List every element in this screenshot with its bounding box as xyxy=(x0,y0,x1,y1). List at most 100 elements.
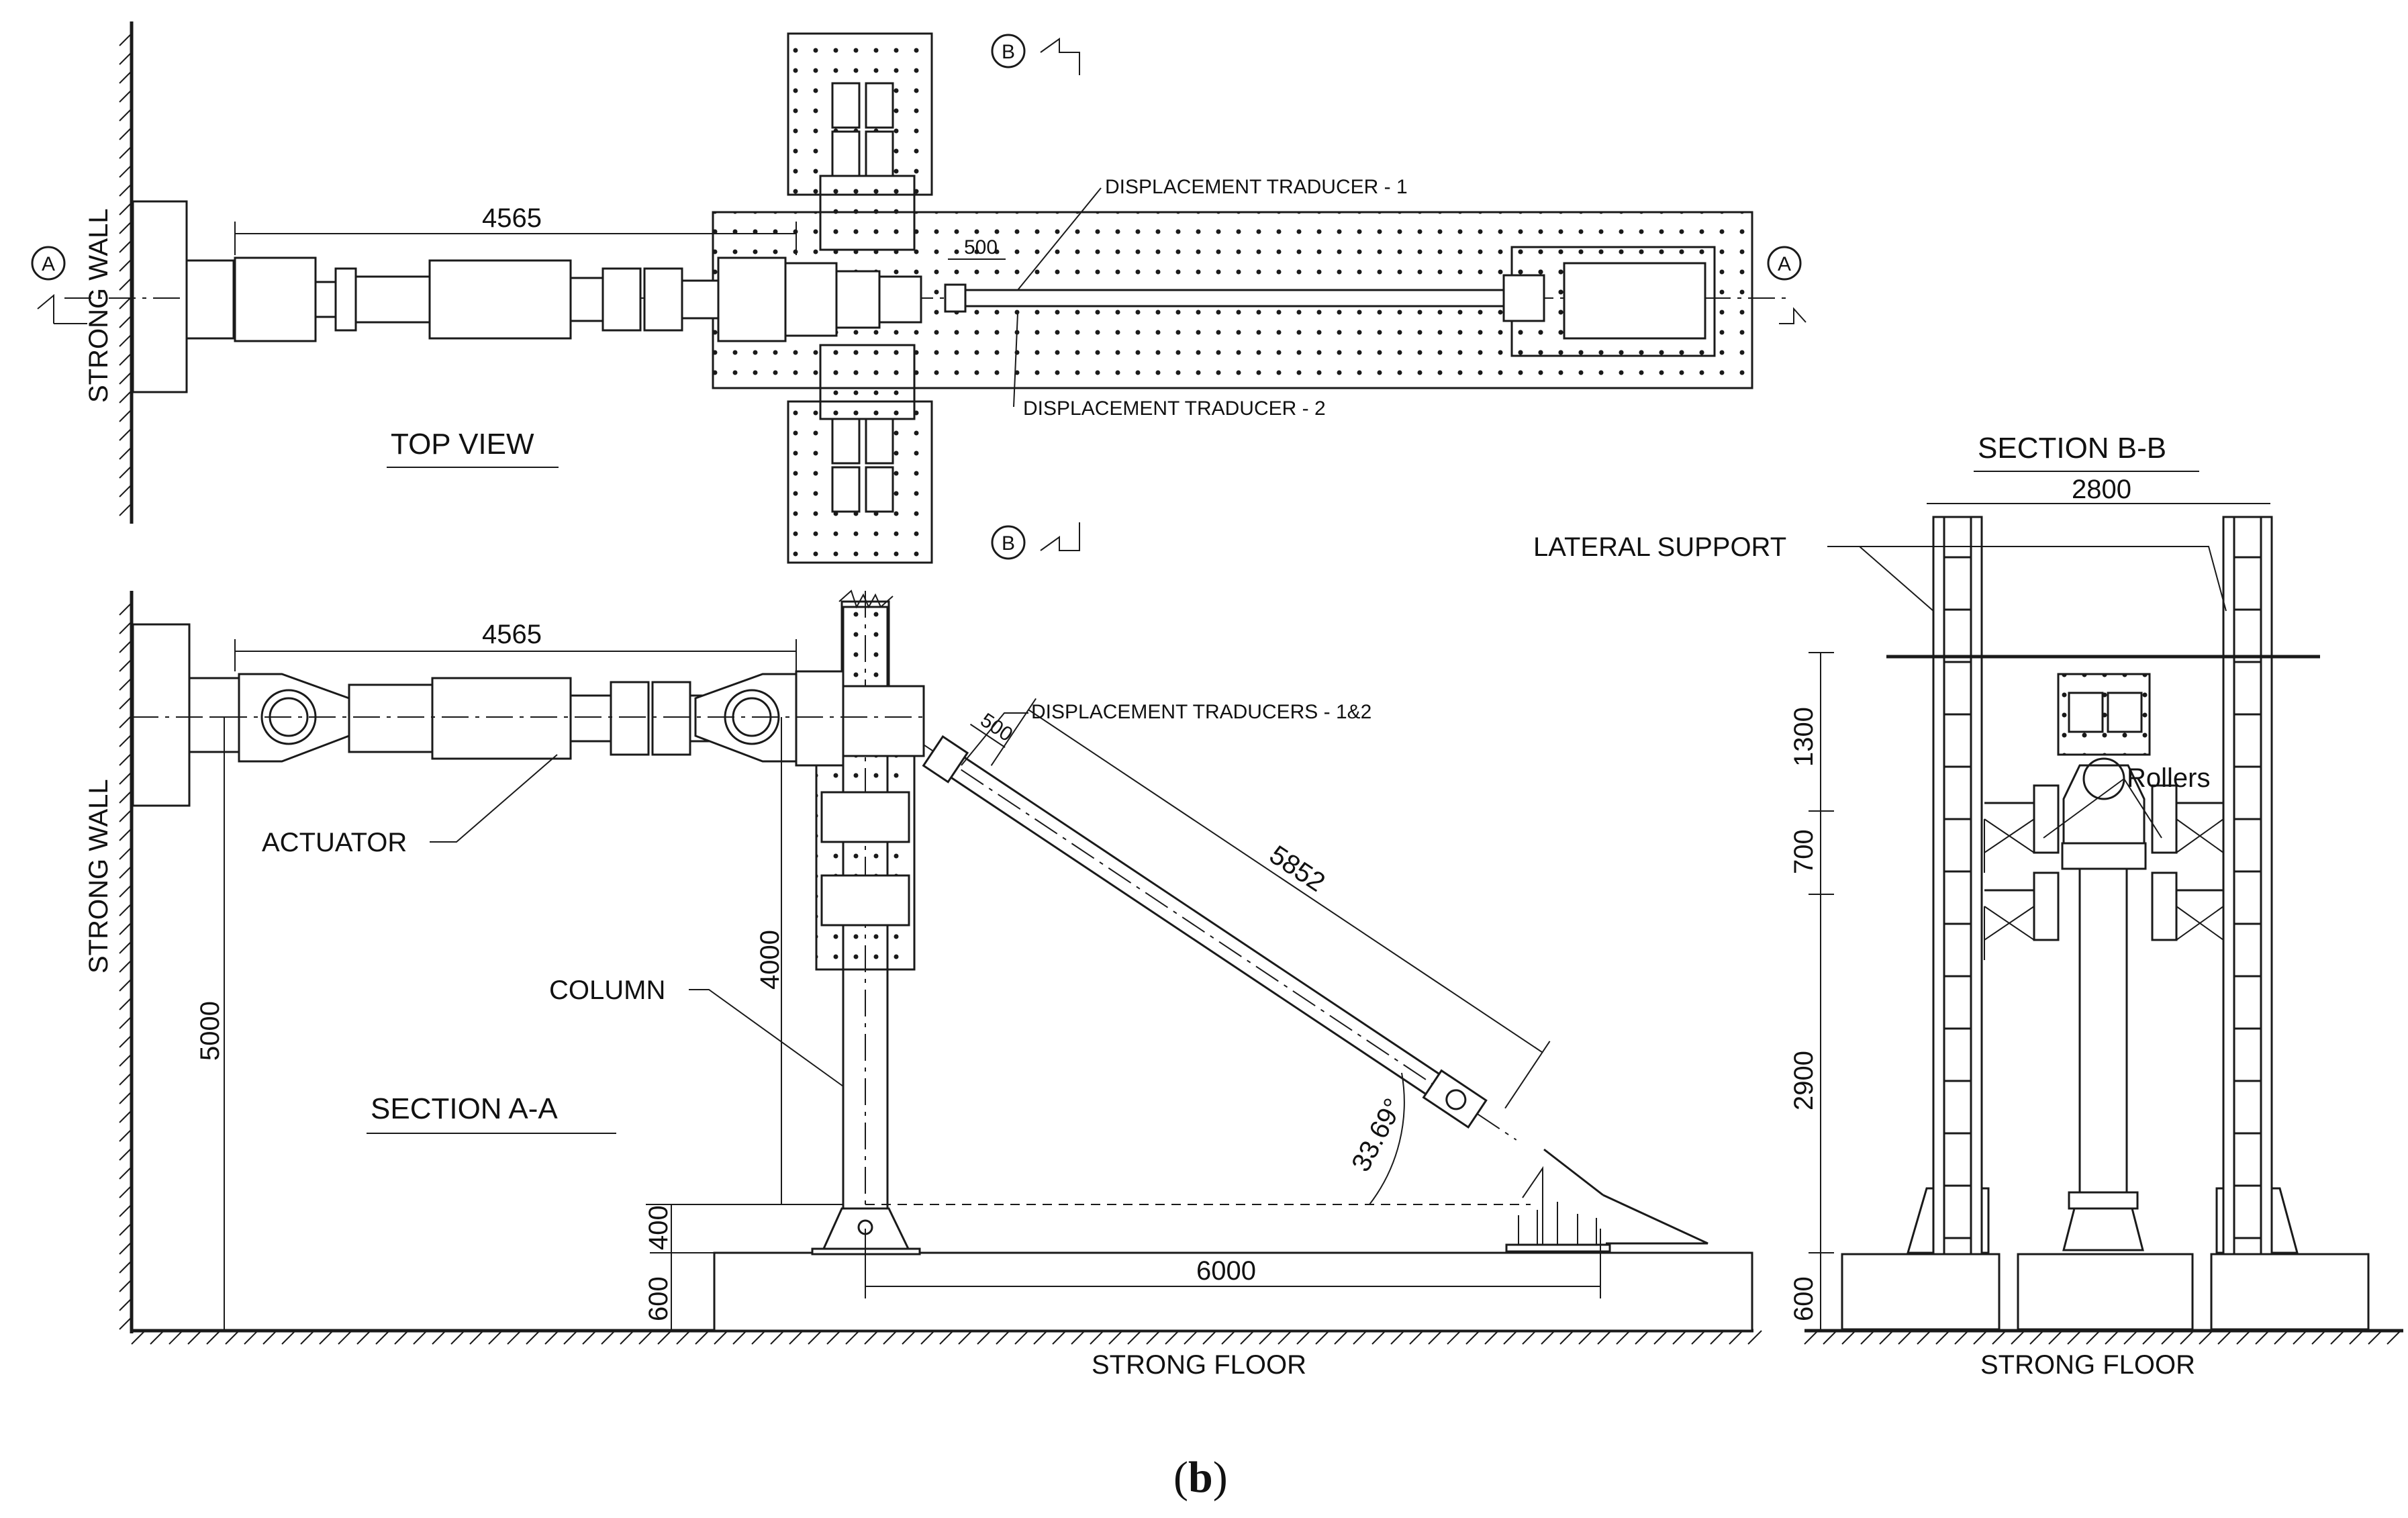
hatch-stroke xyxy=(526,1330,540,1345)
hatch-stroke xyxy=(1804,1330,1819,1345)
hatch-stroke xyxy=(119,809,132,822)
hatch-stroke xyxy=(119,753,132,766)
leader-column xyxy=(689,989,844,1087)
hatch-stroke xyxy=(1033,1330,1048,1345)
aa-dim-5852-line xyxy=(1028,709,1543,1053)
hatch-stroke xyxy=(119,659,132,672)
hatch-stroke xyxy=(1484,1330,1499,1345)
hatch-stroke xyxy=(1259,1330,1273,1345)
hatch-stroke xyxy=(2199,1330,2213,1345)
top-bolt-group-lower xyxy=(831,418,894,513)
hatch-stroke xyxy=(1353,1330,1367,1345)
hatch-stroke xyxy=(638,1330,653,1345)
label-traducer-2: DISPLACEMENT TRADUCER - 2 xyxy=(1023,397,1326,420)
top-actuator-ring xyxy=(334,267,357,332)
hatch-stroke xyxy=(187,1330,202,1345)
aa-foundation xyxy=(713,1251,1753,1332)
hatch-stroke xyxy=(2067,1330,2082,1345)
hatch-stroke xyxy=(119,621,132,634)
caption-letter: b xyxy=(1188,1453,1213,1502)
hatch-stroke xyxy=(375,1330,390,1345)
hatch-stroke xyxy=(2123,1330,2138,1345)
hatch-stroke xyxy=(1465,1330,1480,1345)
top-actuator-clevis-wall xyxy=(185,259,235,340)
hatch-stroke xyxy=(432,1330,446,1345)
hatch-stroke xyxy=(119,828,132,841)
aa-angle-label: 33.69° xyxy=(1346,1094,1408,1176)
top-brace-end xyxy=(944,283,967,313)
label-actuator: ACTUATOR xyxy=(262,828,407,857)
top-brace xyxy=(960,289,1508,307)
aa-actuator-rod xyxy=(569,694,612,743)
top-actuator-coupler-2 xyxy=(643,267,683,332)
hatch-stroke xyxy=(2217,1330,2232,1345)
aa-column-head-box xyxy=(842,685,925,757)
hatch-stroke xyxy=(563,1330,578,1345)
hatch-stroke xyxy=(2330,1330,2345,1345)
hatch-stroke xyxy=(1334,1330,1349,1345)
leader-traducers-12 xyxy=(961,712,1028,766)
hatch-stroke xyxy=(119,1072,132,1086)
hatch-stroke xyxy=(119,734,132,747)
hatch-stroke xyxy=(996,1330,1010,1345)
label-traducer-1: DISPLACEMENT TRADUCER - 1 xyxy=(1105,176,1408,198)
aa-dim-4565: 4565 xyxy=(482,620,542,649)
hatch-stroke xyxy=(1935,1330,1950,1345)
hatch-stroke xyxy=(206,1330,221,1345)
top-actuator-clevis-col xyxy=(717,256,787,342)
top-view: STRONG WALL A A B B xyxy=(31,21,1807,564)
hatch-stroke xyxy=(1428,1330,1443,1345)
hatch-stroke xyxy=(119,1185,132,1198)
hatch-stroke xyxy=(1597,1330,1612,1345)
top-actuator-body xyxy=(354,275,431,324)
label-column: COLUMN xyxy=(549,976,665,1005)
hatch-stroke xyxy=(119,640,132,653)
top-bolt-group-upper xyxy=(831,82,894,177)
hatch-stroke xyxy=(1052,1330,1067,1345)
leader-rollers xyxy=(2043,778,2162,839)
hatch-stroke xyxy=(2368,1330,2382,1345)
aa-strong-wall-label: STRONG WALL xyxy=(84,779,113,974)
marker-a-right-label: A xyxy=(1778,253,1791,275)
hatch-stroke xyxy=(119,1035,132,1048)
bb-ladder-rungs xyxy=(1944,556,2261,1239)
hatch-stroke xyxy=(1090,1330,1104,1345)
hatch-stroke xyxy=(356,1330,371,1345)
bb-strong-floor-hatch xyxy=(1804,1330,2401,1345)
bb-dim-2800: 2800 xyxy=(2072,475,2131,504)
hatch-stroke xyxy=(119,484,132,497)
hatch-stroke xyxy=(119,258,132,272)
hatch-stroke xyxy=(119,146,132,159)
hatch-stroke xyxy=(1747,1330,1762,1345)
label-traducers-12: DISPLACEMENT TRADUCERS - 1&2 xyxy=(1031,701,1371,723)
hatch-stroke xyxy=(1898,1330,1913,1345)
hatch-stroke xyxy=(119,715,132,728)
hatch-stroke xyxy=(601,1330,616,1345)
hatch-stroke xyxy=(1879,1330,1894,1345)
hatch-stroke xyxy=(119,446,132,460)
hatch-stroke xyxy=(119,221,132,234)
hatch-stroke xyxy=(582,1330,597,1345)
label-rollers: Rollers xyxy=(2127,763,2210,793)
aa-strong-floor-label: STRONG FLOOR xyxy=(1092,1350,1306,1380)
section-aa-title: SECTION A-A xyxy=(371,1092,558,1125)
hatch-stroke xyxy=(1860,1330,1875,1345)
aa-brace xyxy=(922,734,1517,1141)
section-bb-title: SECTION B-B xyxy=(1978,432,2166,465)
bb-lateral-support-left xyxy=(1907,516,1990,1255)
hatch-stroke xyxy=(119,1279,132,1292)
hatch-stroke xyxy=(119,277,132,291)
aa-column-perforated-lower xyxy=(815,753,916,971)
hatch-stroke xyxy=(119,1204,132,1217)
hatch-stroke xyxy=(789,1330,804,1345)
hatch-stroke xyxy=(119,1166,132,1180)
hatch-stroke xyxy=(2180,1330,2195,1345)
hatch-stroke xyxy=(469,1330,484,1345)
bb-foundation-right xyxy=(2210,1253,2370,1331)
top-cross-stub-lower xyxy=(819,344,916,420)
top-strong-wall-hatch xyxy=(119,33,132,516)
hatch-stroke xyxy=(244,1330,258,1345)
hatch-stroke xyxy=(119,315,132,328)
hatch-stroke xyxy=(119,696,132,710)
hatch-stroke xyxy=(695,1330,710,1345)
